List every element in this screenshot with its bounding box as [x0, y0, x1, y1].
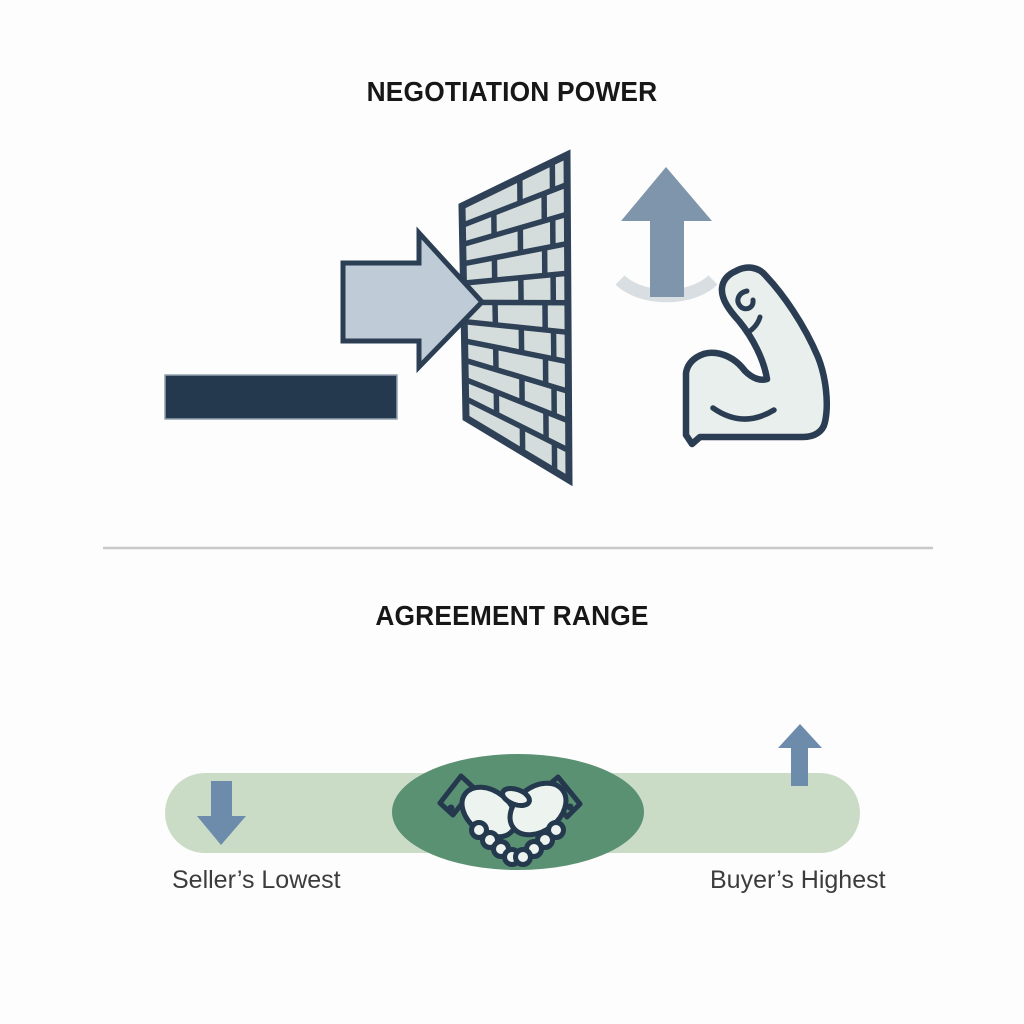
brick-wall-icon: [458, 149, 573, 487]
seller-lowest-label: Seller’s Lowest: [172, 866, 341, 894]
buyer-up-arrow-icon: [778, 724, 822, 786]
flexed-biceps-icon: [682, 264, 830, 448]
seller-down-arrow-icon: [197, 781, 246, 845]
baseline-bar-icon: [164, 374, 398, 420]
bottom-section-title: AGREEMENT RANGE: [375, 600, 649, 631]
power-up-arrow-icon: [621, 167, 712, 297]
top-section-title: NEGOTIATION POWER: [366, 76, 658, 107]
handshake-icon: [437, 773, 583, 867]
buyer-highest-label: Buyer’s Highest: [710, 866, 886, 894]
impact-arrow-icon: [340, 226, 486, 374]
